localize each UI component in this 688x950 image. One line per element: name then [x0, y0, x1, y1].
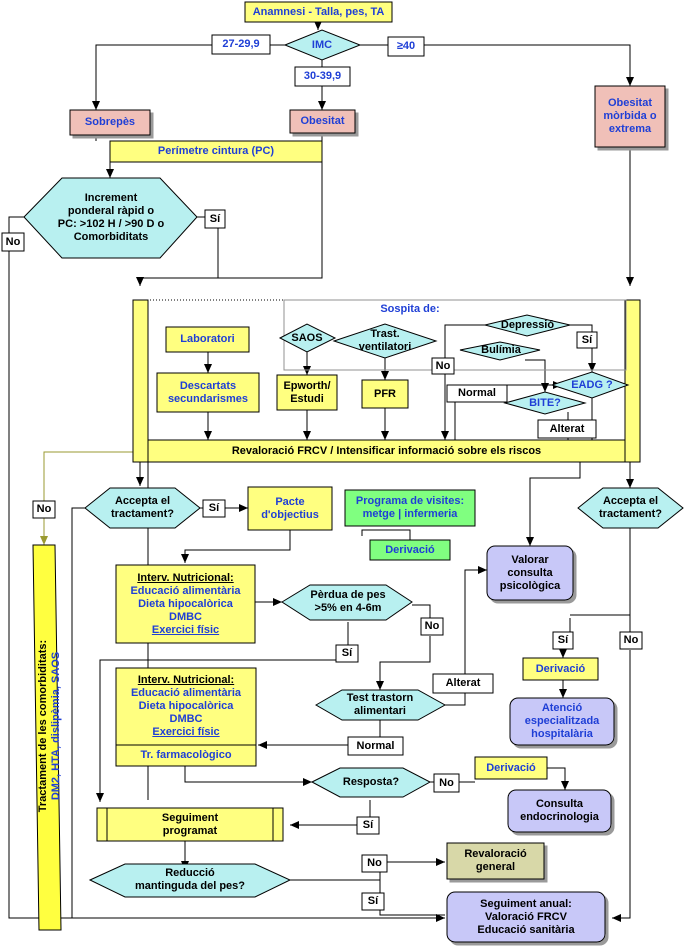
box-imc-40 [387, 36, 425, 57]
box-si-perdua [335, 644, 359, 663]
box-epworth [276, 374, 338, 411]
bar-right [624, 299, 641, 463]
edge-acc2-no [612, 650, 631, 922]
box-pfr [361, 379, 409, 409]
box-revaloracio-general [446, 842, 545, 880]
edge-pc-main [140, 162, 323, 279]
box-interv-2 [115, 667, 257, 767]
edge-increment-no [8, 216, 445, 922]
box-no-1 [1, 232, 25, 252]
edge-si-anual [379, 910, 445, 916]
box-programa [344, 489, 476, 527]
box-si-dep [576, 331, 598, 349]
hex-resposta [310, 767, 432, 798]
box-derivacio-endo [474, 756, 548, 780]
box-derivacio-prog [369, 539, 451, 561]
box-imc-30 [294, 66, 351, 87]
diamond-bite [503, 391, 587, 415]
edge-imc-sobrepes [92, 44, 285, 110]
edge-pacte-interv [181, 530, 291, 563]
box-interv-1 [115, 564, 256, 644]
box-perimetre [109, 140, 323, 163]
edge-dep-si [570, 324, 596, 372]
box-sobrepes [69, 109, 151, 136]
diamond-imc [283, 29, 362, 61]
diamond-trast [332, 323, 438, 359]
box-no-left [32, 500, 56, 519]
box-normal-test [347, 736, 404, 756]
edge-acc2-split [570, 525, 631, 616]
box-laboratori [165, 326, 250, 353]
box-consulta-endo [507, 789, 612, 833]
box-obesitat-morbida [594, 85, 666, 148]
frame-sospita [283, 299, 627, 371]
edge-test-valorar [445, 566, 487, 706]
box-normal-bite [446, 384, 508, 403]
box-si-red [361, 892, 385, 911]
edge-deriv-endo [545, 767, 569, 790]
box-no-red [361, 854, 388, 873]
diamond-eadg [550, 371, 630, 399]
hex-test [314, 689, 447, 721]
edge-perdua-no [412, 604, 431, 618]
box-anual [446, 891, 606, 943]
box-anamnesi [244, 1, 393, 23]
edge-acc2-si [563, 618, 571, 633]
box-alterat-bite [537, 419, 597, 439]
edge-bul-bite [525, 359, 549, 392]
edge-imc-morbida [360, 44, 634, 86]
box-no-perdua [420, 617, 444, 636]
box-si-acc1 [202, 499, 226, 518]
box-obesitat [289, 109, 356, 134]
box-atencio [509, 697, 615, 746]
edge-deriv-prog [361, 529, 411, 540]
edge-accepta1-no [71, 507, 85, 918]
box-valorar [486, 545, 574, 601]
bar-left [132, 299, 149, 463]
hex-accepta-2 [577, 487, 684, 529]
hex-increment [23, 177, 198, 259]
box-revaloracio [147, 439, 626, 463]
hex-accepta-1 [84, 487, 201, 529]
bar-tractament [32, 544, 62, 931]
box-derivacio-esp [522, 657, 599, 681]
box-si-1 [204, 209, 226, 229]
box-no-acc2 [619, 631, 643, 650]
box-pacte [247, 486, 333, 531]
box-descartats [156, 372, 260, 413]
box-si-resp [356, 816, 380, 835]
edge-rev-valorar [526, 462, 581, 546]
hex-perdua [281, 584, 413, 621]
hex-reduccio [88, 863, 292, 898]
diamond-saos [278, 323, 337, 353]
box-seguiment [96, 807, 284, 842]
box-si-acc2 [552, 631, 574, 650]
box-imc-27 [211, 34, 271, 55]
box-no-bul [431, 357, 455, 375]
diamond-bulimia [459, 341, 541, 361]
edge-dep-no [441, 324, 485, 440]
box-alterat-test [432, 673, 494, 694]
edge-no-test [376, 636, 431, 690]
diamond-depressio [484, 314, 571, 337]
box-no-resp [433, 773, 460, 793]
